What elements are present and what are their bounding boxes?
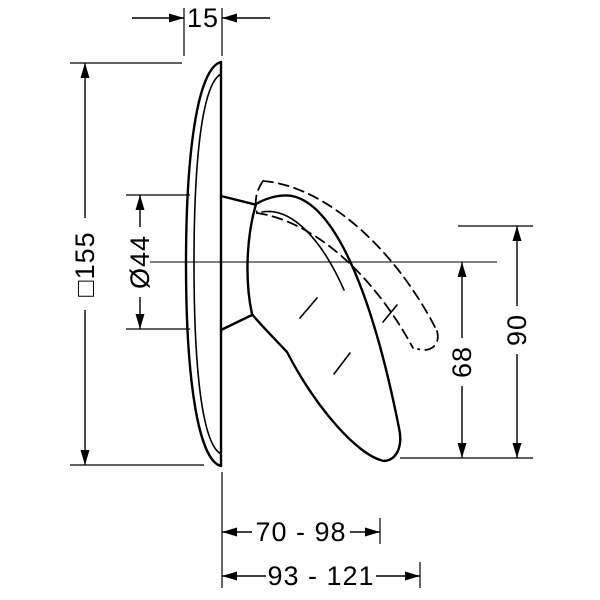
dim-label-range-inner: 70 - 98 bbox=[255, 517, 346, 547]
dim-label-depth-lower: 68 bbox=[447, 346, 477, 378]
arrowhead-left bbox=[222, 527, 237, 537]
arrowhead-up bbox=[80, 63, 90, 78]
handle-shine-mark-2 bbox=[333, 352, 351, 375]
dim-label-thickness: 15 bbox=[187, 3, 219, 33]
arrowhead-left bbox=[222, 571, 237, 581]
arrowhead-up bbox=[512, 226, 522, 241]
dimension-range-outer: 93 - 121 bbox=[222, 561, 421, 591]
handle-shine-mark-1 bbox=[299, 297, 318, 319]
dim-label-range-outer: 93 - 121 bbox=[267, 561, 374, 591]
sleeve-bottom-line bbox=[219, 313, 254, 332]
handle-dashed-shine-mark bbox=[382, 304, 398, 323]
dimension-diameter: Ø44 bbox=[125, 194, 190, 330]
dimension-range-inner: 70 - 98 bbox=[221, 472, 381, 588]
dim-label-diameter: Ø44 bbox=[125, 235, 155, 289]
arrowhead-right bbox=[405, 571, 420, 581]
dim-label-plate: □155 bbox=[70, 231, 100, 296]
handle-dashed-top bbox=[262, 180, 438, 332]
handle-dashed-position bbox=[254, 180, 439, 351]
sleeve-top-line bbox=[219, 194, 259, 207]
dimension-plate-thickness: 15 bbox=[132, 3, 270, 56]
plate-inner-profile bbox=[193, 73, 222, 455]
arrowhead-up bbox=[135, 195, 145, 210]
handle-outline bbox=[246, 194, 402, 463]
plate-outer-profile bbox=[184, 60, 223, 468]
handle-dashed-cap bbox=[254, 180, 264, 214]
arrowhead-left bbox=[222, 13, 237, 23]
arrowhead-down bbox=[80, 450, 90, 465]
handle-dashed-tip bbox=[417, 330, 439, 351]
arrowhead-up bbox=[457, 262, 467, 277]
arrowhead-right bbox=[365, 527, 380, 537]
arrowhead-right bbox=[169, 13, 184, 23]
arrowhead-down bbox=[457, 443, 467, 458]
valve-sleeve bbox=[219, 194, 259, 332]
arrowhead-down bbox=[135, 314, 145, 329]
dimension-depth-total: 90 bbox=[400, 225, 533, 459]
dim-label-depth-total: 90 bbox=[502, 314, 532, 346]
escutcheon-plate bbox=[184, 60, 223, 468]
dimension-plate-size: □155 bbox=[70, 62, 204, 466]
dimension-depth-lower: 68 bbox=[447, 262, 477, 458]
handle-dashed-bottom bbox=[256, 212, 414, 349]
arrowhead-down bbox=[512, 443, 522, 458]
handle-solid bbox=[246, 194, 402, 463]
